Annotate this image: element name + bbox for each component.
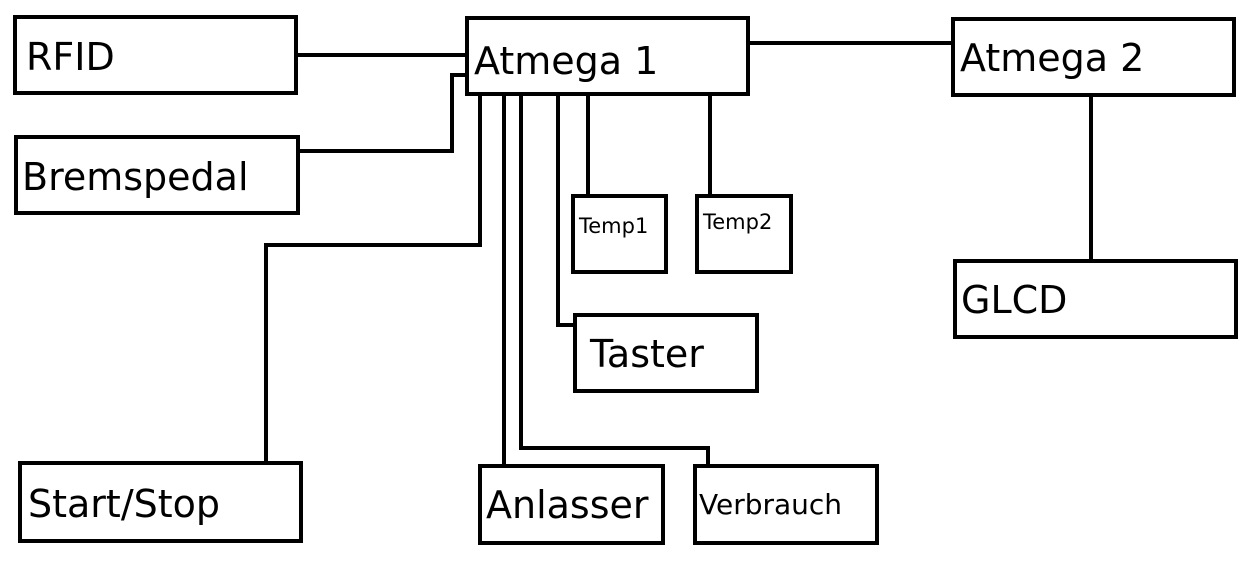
- node-temp1-label: Temp1: [578, 214, 648, 238]
- node-verbrauch: Verbrauch: [693, 464, 879, 545]
- node-temp1: Temp1: [571, 194, 668, 274]
- node-atmega2-label: Atmega 2: [960, 36, 1144, 80]
- node-rfid-label: RFID: [26, 35, 115, 79]
- node-bremspedal: Bremspedal: [14, 135, 300, 215]
- node-bremspedal-label: Bremspedal: [22, 155, 249, 199]
- node-anlasser-label: Anlasser: [486, 483, 649, 527]
- node-start-stop: Start/Stop: [18, 461, 303, 543]
- node-glcd: GLCD: [953, 259, 1238, 339]
- node-atmega1-label: Atmega 1: [474, 39, 658, 83]
- node-glcd-label: GLCD: [961, 278, 1067, 322]
- wire-bremspedal-atmega1: [298, 73, 467, 153]
- node-atmega1: Atmega 1: [465, 16, 750, 96]
- node-atmega2: Atmega 2: [951, 17, 1236, 97]
- node-start-stop-label: Start/Stop: [28, 482, 220, 526]
- wire-verbrauch-atmega1: [519, 94, 710, 466]
- node-temp2-label: Temp2: [702, 210, 772, 234]
- node-verbrauch-label: Verbrauch: [699, 488, 842, 521]
- node-taster-label: Taster: [589, 332, 704, 376]
- node-temp2: Temp2: [695, 194, 793, 274]
- node-taster: Taster: [573, 313, 759, 393]
- wire-startstop-atmega1: [264, 94, 482, 463]
- node-rfid: RFID: [13, 15, 298, 95]
- connection-wires: [264, 41, 1093, 466]
- wire-taster-atmega1: [556, 94, 575, 327]
- node-anlasser: Anlasser: [478, 464, 665, 545]
